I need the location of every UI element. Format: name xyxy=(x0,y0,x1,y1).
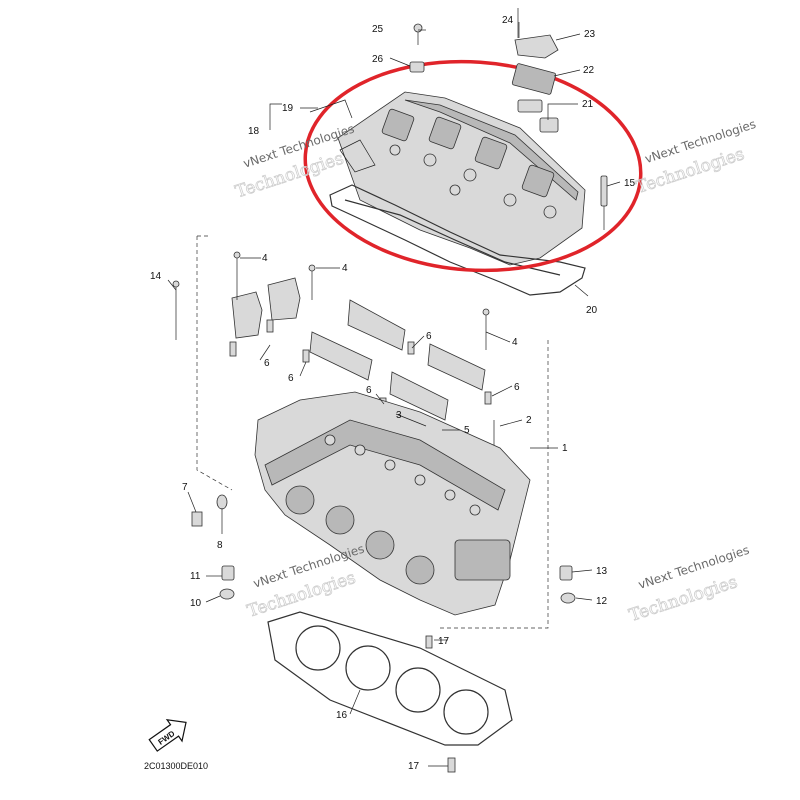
callout-21: 21 xyxy=(582,99,594,110)
callout-17a: 17 xyxy=(438,636,450,647)
callout-5: 5 xyxy=(464,425,470,436)
callout-2: 2 xyxy=(526,415,532,426)
watermark-1: vNext Technologies Technologies xyxy=(233,122,356,203)
callout-12: 12 xyxy=(596,596,608,607)
head-gasket[interactable] xyxy=(267,611,513,746)
callout-18: 18 xyxy=(248,126,260,137)
callout-6a: 6 xyxy=(264,358,270,369)
callout-6d: 6 xyxy=(366,385,372,396)
callout-1: 1 xyxy=(562,443,568,454)
callout-25: 25 xyxy=(372,24,384,35)
dowel-17[interactable] xyxy=(425,635,456,773)
callout-14: 14 xyxy=(150,271,162,282)
callout-11: 11 xyxy=(190,571,201,582)
callout-20: 20 xyxy=(586,305,598,316)
callout-15: 15 xyxy=(624,178,636,189)
callout-3: 3 xyxy=(396,410,402,421)
callout-8: 8 xyxy=(217,540,223,551)
callout-24: 24 xyxy=(502,15,514,26)
callout-4a: 4 xyxy=(262,253,268,264)
callout-13: 13 xyxy=(596,566,608,577)
callout-labels: 1 2 3 4 4 4 5 6 6 6 6 6 7 8 10 11 12 13 … xyxy=(150,15,636,772)
callout-7: 7 xyxy=(182,482,188,493)
watermark-2: vNext Technologies Technologies xyxy=(633,117,757,198)
cover-small-parts[interactable] xyxy=(309,8,559,133)
callout-6c: 6 xyxy=(426,331,432,342)
part-code: 2C01300DE010 xyxy=(144,761,208,771)
watermark-3: vNext Technologies Technologies xyxy=(245,542,367,623)
head-small-parts[interactable] xyxy=(191,494,576,604)
callout-23: 23 xyxy=(584,29,596,40)
cover-gasket[interactable] xyxy=(329,184,586,296)
callout-22: 22 xyxy=(583,65,595,76)
callout-4c: 4 xyxy=(512,337,518,348)
callout-26: 26 xyxy=(372,54,384,65)
assembly-boundary xyxy=(196,235,549,629)
callout-17b: 17 xyxy=(408,761,420,772)
fwd-arrow-icon: FWD xyxy=(148,718,187,752)
callout-6b: 6 xyxy=(288,373,294,384)
watermark-4: vNext Technologies Technologies xyxy=(626,543,751,627)
callout-10: 10 xyxy=(190,598,202,609)
callout-19: 19 xyxy=(282,103,294,114)
callout-16: 16 xyxy=(336,710,348,721)
callout-6e: 6 xyxy=(514,382,520,393)
cylinder-head-cover[interactable] xyxy=(337,91,586,266)
highlight-ellipse xyxy=(303,59,643,273)
spark-plug[interactable] xyxy=(600,175,608,230)
cylinder-head[interactable] xyxy=(254,391,531,616)
callout-4b: 4 xyxy=(342,263,348,274)
leader-lines xyxy=(167,22,621,767)
camshaft-caps[interactable] xyxy=(231,277,486,421)
